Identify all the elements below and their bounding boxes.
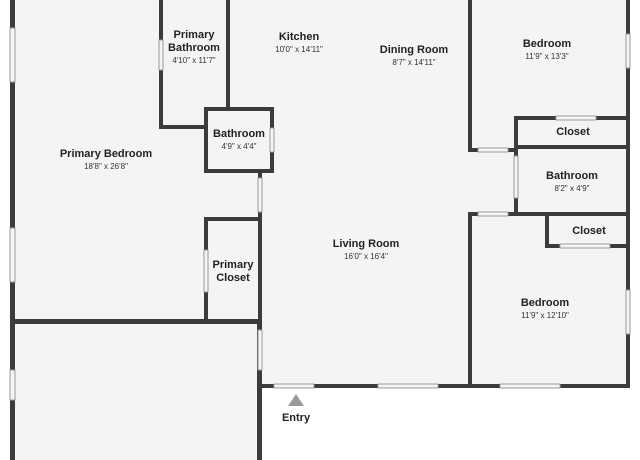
room-name: Living Room [332, 238, 400, 250]
wall-small-bath-bottom [204, 169, 274, 173]
room-label-closet-upper: Closet [556, 126, 590, 139]
room-label-living-room: Living Room 16'0" x 16'4" [333, 238, 400, 262]
window-left-1 [9, 27, 16, 83]
room-name: Dining Room [379, 44, 449, 56]
window-left-2 [9, 227, 16, 283]
room-dims: 4'10" x 11'7" [172, 56, 216, 65]
wall-bedroom-upper-left [468, 0, 472, 152]
window-right-2 [625, 289, 631, 335]
room-name: Primary Bedroom [59, 148, 153, 160]
room-dims: 11'9" x 13'3" [525, 52, 569, 61]
entry-label: Entry [281, 412, 311, 424]
room-label-bedroom-lower: Bedroom 11'9" x 12'10" [521, 297, 569, 321]
room-label-closet-lower: Closet [572, 225, 606, 238]
door-bath-right [513, 155, 519, 199]
floor-areas [13, 0, 628, 460]
room-label-primary-bathroom: Primary Bathroom 4'10" x 11'7" [164, 29, 224, 66]
door-bedroom-lower [477, 211, 509, 217]
room-dims: 10'0" x 14'11" [275, 45, 323, 54]
wall-small-bath-left [204, 107, 208, 173]
door-lower-center [257, 329, 263, 371]
room-dims: 18'8" x 26'8" [84, 162, 128, 171]
room-label-bathroom-right: Bathroom 8'2" x 4'9" [546, 170, 598, 194]
room-dims: 11'9" x 12'10" [521, 311, 569, 320]
entry-door [273, 383, 315, 389]
wall-primary-bath-right [226, 0, 230, 110]
door-primary-closet [203, 249, 209, 293]
wall-small-bath-top [204, 107, 274, 111]
window-left-3 [9, 369, 16, 401]
door-closet-upper [555, 115, 597, 121]
wall-primary-closet-top [204, 217, 261, 221]
window-right-1 [625, 33, 631, 69]
room-name: Primary Closet [212, 259, 254, 284]
triangle-up-icon [288, 394, 304, 406]
wall-bedroom-lower-left [468, 212, 472, 388]
room-name: Bathroom [213, 128, 265, 140]
room-label-primary-closet: Primary Closet [208, 259, 258, 285]
room-dims: 8'7" x 14'11" [392, 58, 436, 67]
room-name: Primary Bathroom [168, 29, 220, 54]
wall-right-exterior [626, 0, 630, 388]
room-dims: 16'0" x 16'4" [344, 252, 388, 261]
room-name: Closet [572, 225, 606, 237]
window-bottom-1 [377, 383, 439, 389]
room-label-dining-room: Dining Room 8'7" x 14'11" [380, 44, 448, 68]
wall-closet-lower-left [545, 212, 549, 248]
door-bedroom-upper [477, 147, 509, 153]
room-dims: 8'2" x 4'9" [554, 184, 590, 193]
room-label-primary-bedroom: Primary Bedroom 18'8" x 26'8" [60, 148, 152, 172]
wall-closet-upper-bottom [514, 145, 628, 149]
window-small-bath [269, 127, 275, 153]
windows [9, 27, 631, 401]
door-primary-bath [158, 39, 164, 71]
room-name: Kitchen [278, 31, 320, 43]
room-name: Closet [556, 126, 590, 138]
door-center [257, 177, 263, 213]
wall-primary-bath-bottom [159, 125, 207, 129]
wall-center-vertical [258, 173, 262, 324]
door-closet-lower [559, 243, 611, 249]
room-name: Bedroom [522, 38, 572, 50]
window-bottom-2 [499, 383, 561, 389]
wall-primary-bedroom-bottom [10, 319, 262, 324]
room-name: Bedroom [520, 297, 570, 309]
room-dims: 4'9" x 4'4" [221, 142, 257, 151]
wall-bottom-exterior [258, 384, 630, 388]
wall-lower-left-right [257, 320, 262, 460]
room-label-bathroom-small: Bathroom 4'9" x 4'4" [213, 128, 265, 152]
room-label-bedroom-upper: Bedroom 11'9" x 13'3" [523, 38, 571, 62]
room-name: Bathroom [546, 170, 598, 182]
room-label-kitchen: Kitchen 10'0" x 14'11" [275, 31, 323, 55]
floor-lower-left [13, 322, 260, 460]
